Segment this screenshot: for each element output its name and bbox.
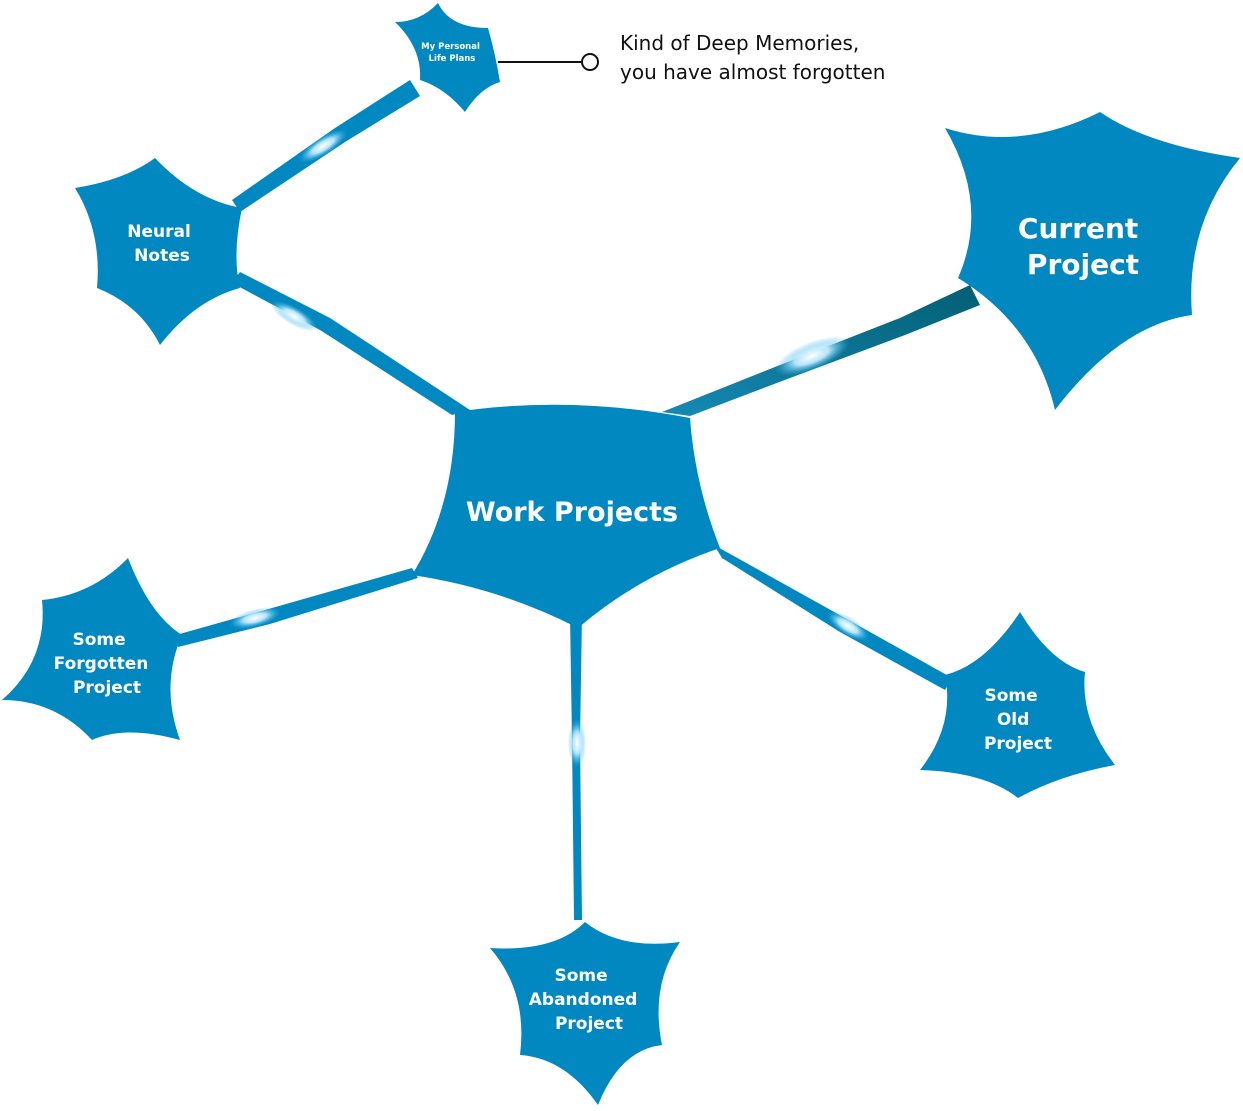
synapse-glows (229, 129, 869, 767)
node-label-current-project: Current Project (1018, 212, 1148, 281)
node-label-neural-notes: Neural Notes (127, 222, 196, 266)
connector-forgotten-center (176, 568, 418, 647)
node-shape (412, 404, 720, 628)
connector-center-abandoned (570, 615, 582, 920)
node-label-line: Abandoned (529, 990, 638, 1010)
node-label-work-projects: Work Projects (466, 497, 678, 528)
node-label-line: Current (1018, 212, 1138, 245)
synapse-glow (568, 719, 586, 767)
node-shape (920, 612, 1115, 798)
node-label-line: Project (984, 734, 1052, 754)
node-forgotten-project[interactable]: Some Forgotten Project (2, 558, 182, 740)
node-shape (945, 112, 1240, 410)
circle-marker-icon (581, 53, 599, 71)
node-label-line: Project (555, 1014, 623, 1034)
node-label-line: Project (1027, 248, 1139, 281)
node-label-forgotten-project: Some Forgotten Project (54, 630, 155, 698)
node-label-abandoned-project: Some Abandoned Project (529, 966, 643, 1034)
node-work-projects[interactable]: Work Projects (412, 404, 720, 628)
node-shape (490, 922, 680, 1105)
node-old-project[interactable]: Some Old Project (920, 612, 1115, 798)
node-label-line: Old (997, 710, 1029, 730)
connector-neural-center (232, 272, 470, 415)
synapse-glow (827, 611, 869, 641)
node-shape (75, 158, 242, 345)
annotation-line: you have almost forgotten (620, 60, 885, 84)
node-shape (395, 3, 500, 112)
node-label-line: Some (554, 966, 607, 986)
annotation-line: Kind of Deep Memories, (620, 31, 859, 55)
node-shape (2, 558, 182, 740)
node-label-old-project: Some Old Project (984, 686, 1052, 754)
node-neural-notes[interactable]: Neural Notes (75, 158, 242, 345)
node-current-project[interactable]: Current Project (945, 112, 1240, 410)
synapse-glow (774, 336, 850, 376)
node-abandoned-project[interactable]: Some Abandoned Project (490, 922, 680, 1105)
annotation-callout: Kind of Deep Memories, you have almost f… (498, 31, 885, 84)
synapse-glow (298, 129, 348, 163)
node-label-personal-life-plans: My Personal Life Plans (421, 42, 483, 64)
node-label-line: Neural (127, 222, 191, 242)
node-label-line: Some (72, 630, 125, 650)
annotation-text: Kind of Deep Memories, you have almost f… (620, 31, 885, 84)
node-label-line: Notes (134, 246, 190, 266)
synapse-glow (229, 607, 281, 629)
node-personal-life-plans[interactable]: My Personal Life Plans (395, 3, 500, 112)
node-label-line: My Personal (421, 42, 480, 52)
node-label-line: Project (73, 678, 141, 698)
node-label-line: Life Plans (429, 54, 476, 64)
node-label-line: Forgotten (54, 654, 149, 674)
node-label-line: Some (984, 686, 1037, 706)
synapse-glow (271, 300, 317, 332)
